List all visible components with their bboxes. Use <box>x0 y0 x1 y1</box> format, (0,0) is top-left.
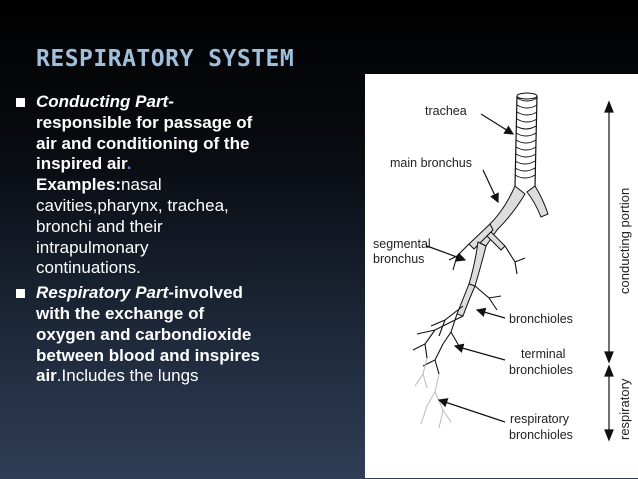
square-bullet-icon <box>16 289 25 299</box>
label-terminal-2: bronchioles <box>509 363 573 377</box>
respiratory-heading-suffix: -involved <box>168 283 243 303</box>
examples-line-3: intrapulmonary <box>36 237 149 257</box>
conducting-period: . <box>126 154 132 174</box>
examples-line-4: continuations. <box>36 258 141 278</box>
conducting-line-2: air and conditioning of the <box>36 133 250 153</box>
respiratory-heading: Respiratory Part <box>36 283 169 303</box>
respiratory-line-1: with the exchange of <box>36 303 205 323</box>
airway-diagram: trachea main bronchus segmental bronchus… <box>365 74 638 478</box>
label-segmental-1: segmental <box>373 237 431 251</box>
bullet-respiratory-part: Respiratory Part-involved with the excha… <box>10 283 365 387</box>
label-conducting-portion: conducting portion <box>617 187 632 294</box>
bronchioles-shape <box>412 243 526 375</box>
examples-label: Examples: <box>36 175 122 195</box>
label-bronchioles: bronchioles <box>509 312 573 326</box>
airway-drawing <box>412 92 614 442</box>
bronchial-tree <box>456 185 549 317</box>
conducting-heading: Conducting Part- <box>36 92 174 111</box>
conducting-line-3: inspired air <box>36 154 127 174</box>
examples-line-2: bronchi and their <box>36 216 163 236</box>
label-terminal-1: terminal <box>521 347 566 361</box>
square-bullet-icon <box>16 98 25 107</box>
portion-brackets <box>604 100 614 442</box>
label-segmental-2: bronchus <box>373 252 425 266</box>
respiratory-bronchioles-shape <box>414 357 452 429</box>
label-arrows <box>426 113 515 423</box>
respiratory-last-bold: air <box>36 366 57 386</box>
bullet-conducting-part: Conducting Part- responsible for passage… <box>10 92 365 279</box>
examples-first: nasal <box>121 175 162 195</box>
trachea-shape <box>514 92 538 187</box>
slide-title: RESPIRATORY SYSTEM <box>36 46 295 72</box>
bullet-list: Conducting Part- responsible for passage… <box>10 92 365 387</box>
respiratory-last-normal: .Includes the lungs <box>56 366 199 386</box>
respiratory-line-3: between blood and inspires <box>36 345 260 365</box>
label-trachea: trachea <box>425 104 467 118</box>
label-main-bronchus: main bronchus <box>390 156 472 170</box>
label-respiratory-portion: respiratory <box>617 378 632 440</box>
conducting-line-1: responsible for passage of <box>36 112 253 132</box>
label-respiratory-1: respiratory <box>510 412 570 426</box>
respiratory-line-2: oxygen and carbondioxide <box>36 324 252 344</box>
label-respiratory-2: bronchioles <box>509 428 573 442</box>
examples-line-1: cavities,pharynx, trachea, <box>36 195 229 215</box>
